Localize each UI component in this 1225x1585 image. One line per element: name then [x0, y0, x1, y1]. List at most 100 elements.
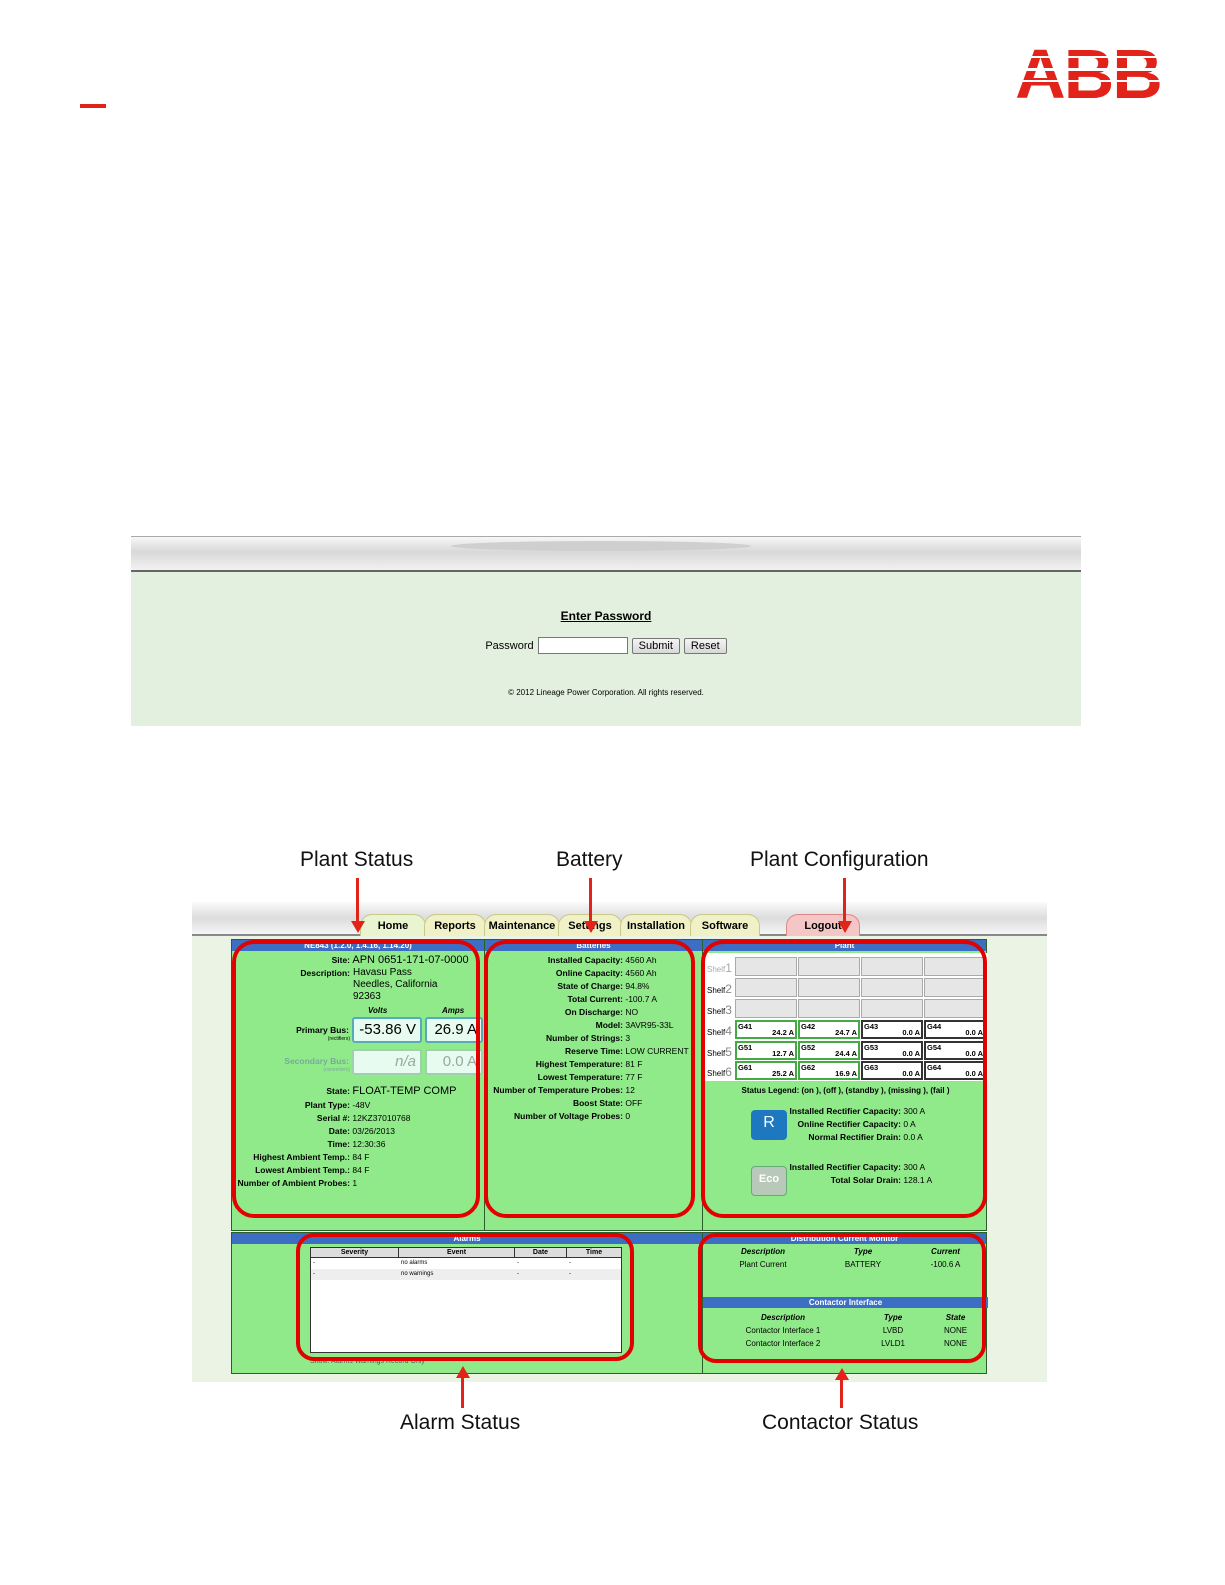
- col-event: Event: [399, 1248, 515, 1257]
- login-banner: [131, 537, 1081, 572]
- battery-key: Online Capacity:: [555, 968, 623, 978]
- highest-ambient-label: Highest Ambient Temp.:: [253, 1152, 350, 1162]
- reset-button[interactable]: Reset: [683, 637, 727, 654]
- site-label: Site:: [331, 955, 350, 965]
- battery-value: 94.8%: [625, 981, 650, 991]
- col-time: Time: [585, 1249, 603, 1256]
- submit-button[interactable]: Submit: [631, 637, 680, 654]
- rect-value: 0 A: [903, 1119, 916, 1129]
- callout-alarm-status: Alarm Status: [400, 1411, 521, 1434]
- battery-value: 3AVR95-33L: [625, 1020, 674, 1030]
- shelf-6-label: Shelf6: [707, 1065, 732, 1079]
- rect-value: 300 A: [903, 1106, 926, 1116]
- distribution-header: Distribution Current Monitor: [703, 1233, 986, 1244]
- secondary-amps-meter: 0.0 A: [425, 1049, 483, 1075]
- highlight-plant-configuration: [701, 940, 987, 1218]
- password-input[interactable]: [537, 637, 628, 654]
- empty-slot: [735, 978, 797, 997]
- callout-plant-configuration: Plant Configuration: [750, 848, 929, 871]
- highlight-plant-status: [232, 940, 480, 1218]
- contactor-head: Description Type State: [760, 1313, 966, 1322]
- table-row: Contactor Interface 1 LVBD NONE: [745, 1326, 968, 1335]
- eco-value: 300 A: [903, 1162, 926, 1172]
- state-label: State:: [326, 1086, 350, 1096]
- password-row: Password Submit Reset: [131, 637, 1081, 654]
- login-screen: Enter Password Password Submit Reset © 2…: [131, 536, 1081, 726]
- rect-key: Normal Rectifier Drain:: [808, 1132, 901, 1142]
- battery-value: 4560 Ah: [625, 968, 657, 978]
- empty-slot: [798, 999, 860, 1018]
- rect-value: 0.0 A: [903, 1132, 923, 1142]
- tab-software[interactable]: Software: [690, 914, 760, 936]
- battery-value: LOW CURRENT: [625, 1046, 689, 1056]
- ambient-probes-label: Number of Ambient Probes:: [237, 1178, 350, 1188]
- secondary-bus-sub: (converters): [323, 1067, 350, 1073]
- battery-key: Model:: [595, 1020, 623, 1030]
- arrow-head-icon: [351, 921, 365, 933]
- state-value: FLOAT-TEMP COMP: [352, 1085, 457, 1097]
- batteries-panel: Batteries Installed Capacity: 4560 Ah On…: [484, 939, 703, 1231]
- description-label: Description:: [300, 968, 350, 978]
- battery-key: Number of Voltage Probes:: [514, 1111, 623, 1121]
- callout-plant-status: Plant Status: [300, 848, 414, 871]
- alarms-panel: Alarms Severity Event Date Time - no ala…: [231, 1232, 703, 1374]
- arrow-plant-configuration: [843, 878, 846, 923]
- shelf-1-label: Shelf1: [707, 961, 732, 975]
- tab-reports[interactable]: Reports: [424, 914, 486, 936]
- plant-header: Plant: [703, 940, 986, 951]
- serial-value: 12KZ37010768: [352, 1113, 411, 1123]
- table-row[interactable]: - no alarms - -: [313, 1260, 571, 1266]
- table-row: Contactor Interface 2 LVLD1 NONE: [745, 1339, 968, 1348]
- callout-battery: Battery: [556, 848, 623, 871]
- empty-slot: [861, 957, 923, 976]
- col-date: Date: [515, 1248, 567, 1257]
- amps-header: Amps: [442, 1006, 465, 1015]
- time-label: Time:: [327, 1139, 350, 1149]
- arrow-head-icon: [838, 921, 852, 933]
- col-severity: Severity: [311, 1248, 399, 1257]
- arrow-head-icon: [835, 1368, 849, 1380]
- date-value: 03/26/2013: [352, 1126, 395, 1136]
- highlight-alarm-status: [296, 1233, 634, 1361]
- description-line: 92363: [353, 991, 381, 1002]
- batteries-header: Batteries: [485, 940, 702, 951]
- battery-value: -100.7 A: [625, 994, 658, 1004]
- table-row[interactable]: - no warnings - -: [311, 1269, 621, 1280]
- battery-key: Boost State:: [572, 1098, 623, 1108]
- tab-home[interactable]: Home: [360, 914, 426, 936]
- arrow-alarm-status: [461, 1376, 464, 1408]
- rect-key: Online Rectifier Capacity:: [797, 1119, 901, 1129]
- battery-key: Installed Capacity:: [547, 955, 623, 965]
- home-screen: Home Reports Maintenance Settings Instal…: [192, 902, 1047, 1382]
- eco-icon: Eco: [751, 1166, 787, 1196]
- battery-key: Total Current:: [567, 994, 623, 1004]
- contactor-header: Contactor Interface: [703, 1297, 988, 1308]
- shelf-2-label: Shelf2: [707, 982, 732, 996]
- shelf-5-label: Shelf5: [707, 1045, 732, 1059]
- ambient-probes-value: 1: [352, 1178, 358, 1188]
- serial-label: Serial #:: [316, 1113, 350, 1123]
- shelf-3-label: Shelf3: [707, 1003, 732, 1017]
- battery-value: 81 F: [625, 1059, 643, 1069]
- primary-bus-sub: (rectifiers): [327, 1036, 350, 1042]
- battery-value: NO: [625, 1007, 639, 1017]
- alarm-filter-row[interactable]: Show: Alarms Warnings Record Only: [310, 1358, 425, 1365]
- plant-type-value: -48V: [352, 1100, 371, 1110]
- abb-logo: ABB: [1008, 42, 1168, 102]
- tab-installation[interactable]: Installation: [620, 914, 692, 936]
- tab-maintenance[interactable]: Maintenance: [484, 914, 560, 936]
- rectifier-icon: R: [751, 1110, 787, 1140]
- empty-slot: [798, 978, 860, 997]
- lowest-ambient-label: Lowest Ambient Temp.:: [255, 1165, 350, 1175]
